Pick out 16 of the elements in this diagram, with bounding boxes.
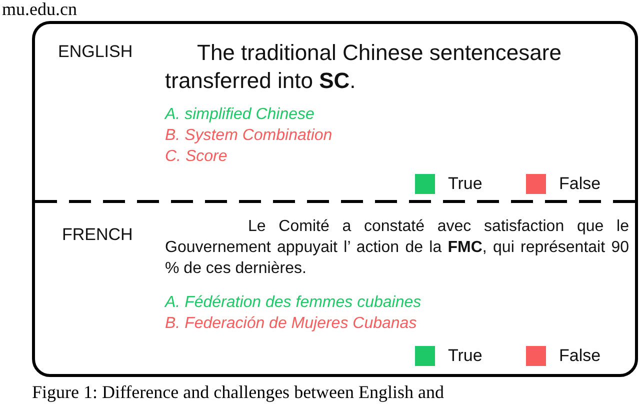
figure-caption: Figure 1: Difference and challenges between English and [32, 382, 444, 402]
language-heading: FRENCH [62, 225, 133, 245]
legend-label: True [448, 174, 482, 194]
answer-option: A. simplified Chinese [165, 104, 314, 125]
legend-label: False [559, 174, 601, 194]
answer-option: C. Score [165, 146, 228, 167]
language-heading: ENGLISH [58, 42, 133, 62]
legend-label: False [559, 346, 601, 366]
answer-option: A. Fédération des femmes cubaines [165, 292, 422, 313]
example-sentence: The traditional Chinese sentencesare transferred into SC. [165, 39, 562, 95]
answer-option: B. System Combination [165, 125, 332, 146]
example-sentence: Le Comité a constaté avec satisfaction que le Gouvernement appuyait l’ action de la FMC, qui représentait 90 % de ces dernières. [165, 217, 629, 279]
rounded-frame [32, 21, 638, 377]
header-text: mu.edu.cn [2, 0, 77, 19]
answer-option: B. Federación de Mujeres Cubanas [165, 313, 417, 334]
legend-label: True [448, 346, 482, 366]
